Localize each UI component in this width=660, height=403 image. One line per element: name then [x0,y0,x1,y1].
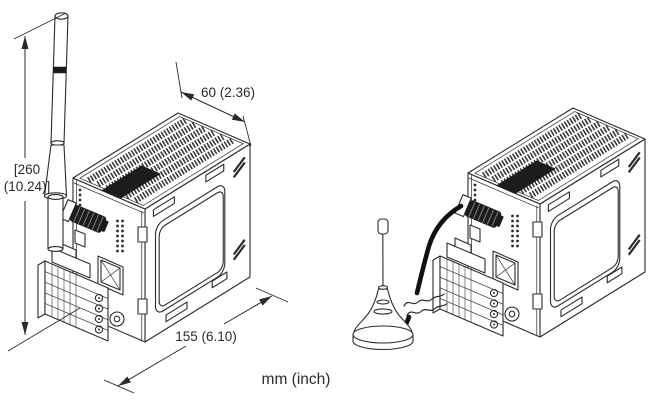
antenna-rod [50,15,69,144]
antenna-base-cylinder [47,196,64,250]
extension-line [103,379,135,394]
magnet-base-top [352,325,414,344]
antenna-base-top [47,194,64,200]
height-dimension: [260 (10.24)] [4,12,81,352]
device-body [38,113,250,342]
coax-cable-segment-upper [414,203,464,296]
depth-dimension: 60 (2.36) [175,61,255,147]
device-body [433,108,645,337]
left-view-module-with-attached-antenna: [260 (10.24)] 60 (2.36) 155 (6.10) [4,12,289,394]
extension-line [13,12,67,40]
antenna-band [52,66,67,74]
height-dim-label-line1: [260 [14,162,40,177]
antenna-base-bottom [47,246,64,252]
cable-break-symbol [403,293,448,317]
extension-line [7,307,81,352]
rod-collar [377,285,389,290]
antenna-tip [54,12,69,20]
remote-magnetic-antenna [352,218,414,351]
width-dimension: 155 (6.10) [103,287,289,394]
antenna-tip [377,218,389,235]
extension-line [175,61,183,99]
extension-line [255,287,289,303]
height-dim-label-line2: (10.24)] [4,179,51,194]
bell-ring [376,299,390,305]
right-view-module-with-remote-antenna [352,108,645,351]
width-dim-label: 155 (6.10) [175,329,237,344]
attached-whip-antenna [43,12,69,252]
bell-ring [373,308,393,315]
units-note: mm (inch) [262,371,331,388]
depth-dim-label: 60 (2.36) [201,85,255,100]
